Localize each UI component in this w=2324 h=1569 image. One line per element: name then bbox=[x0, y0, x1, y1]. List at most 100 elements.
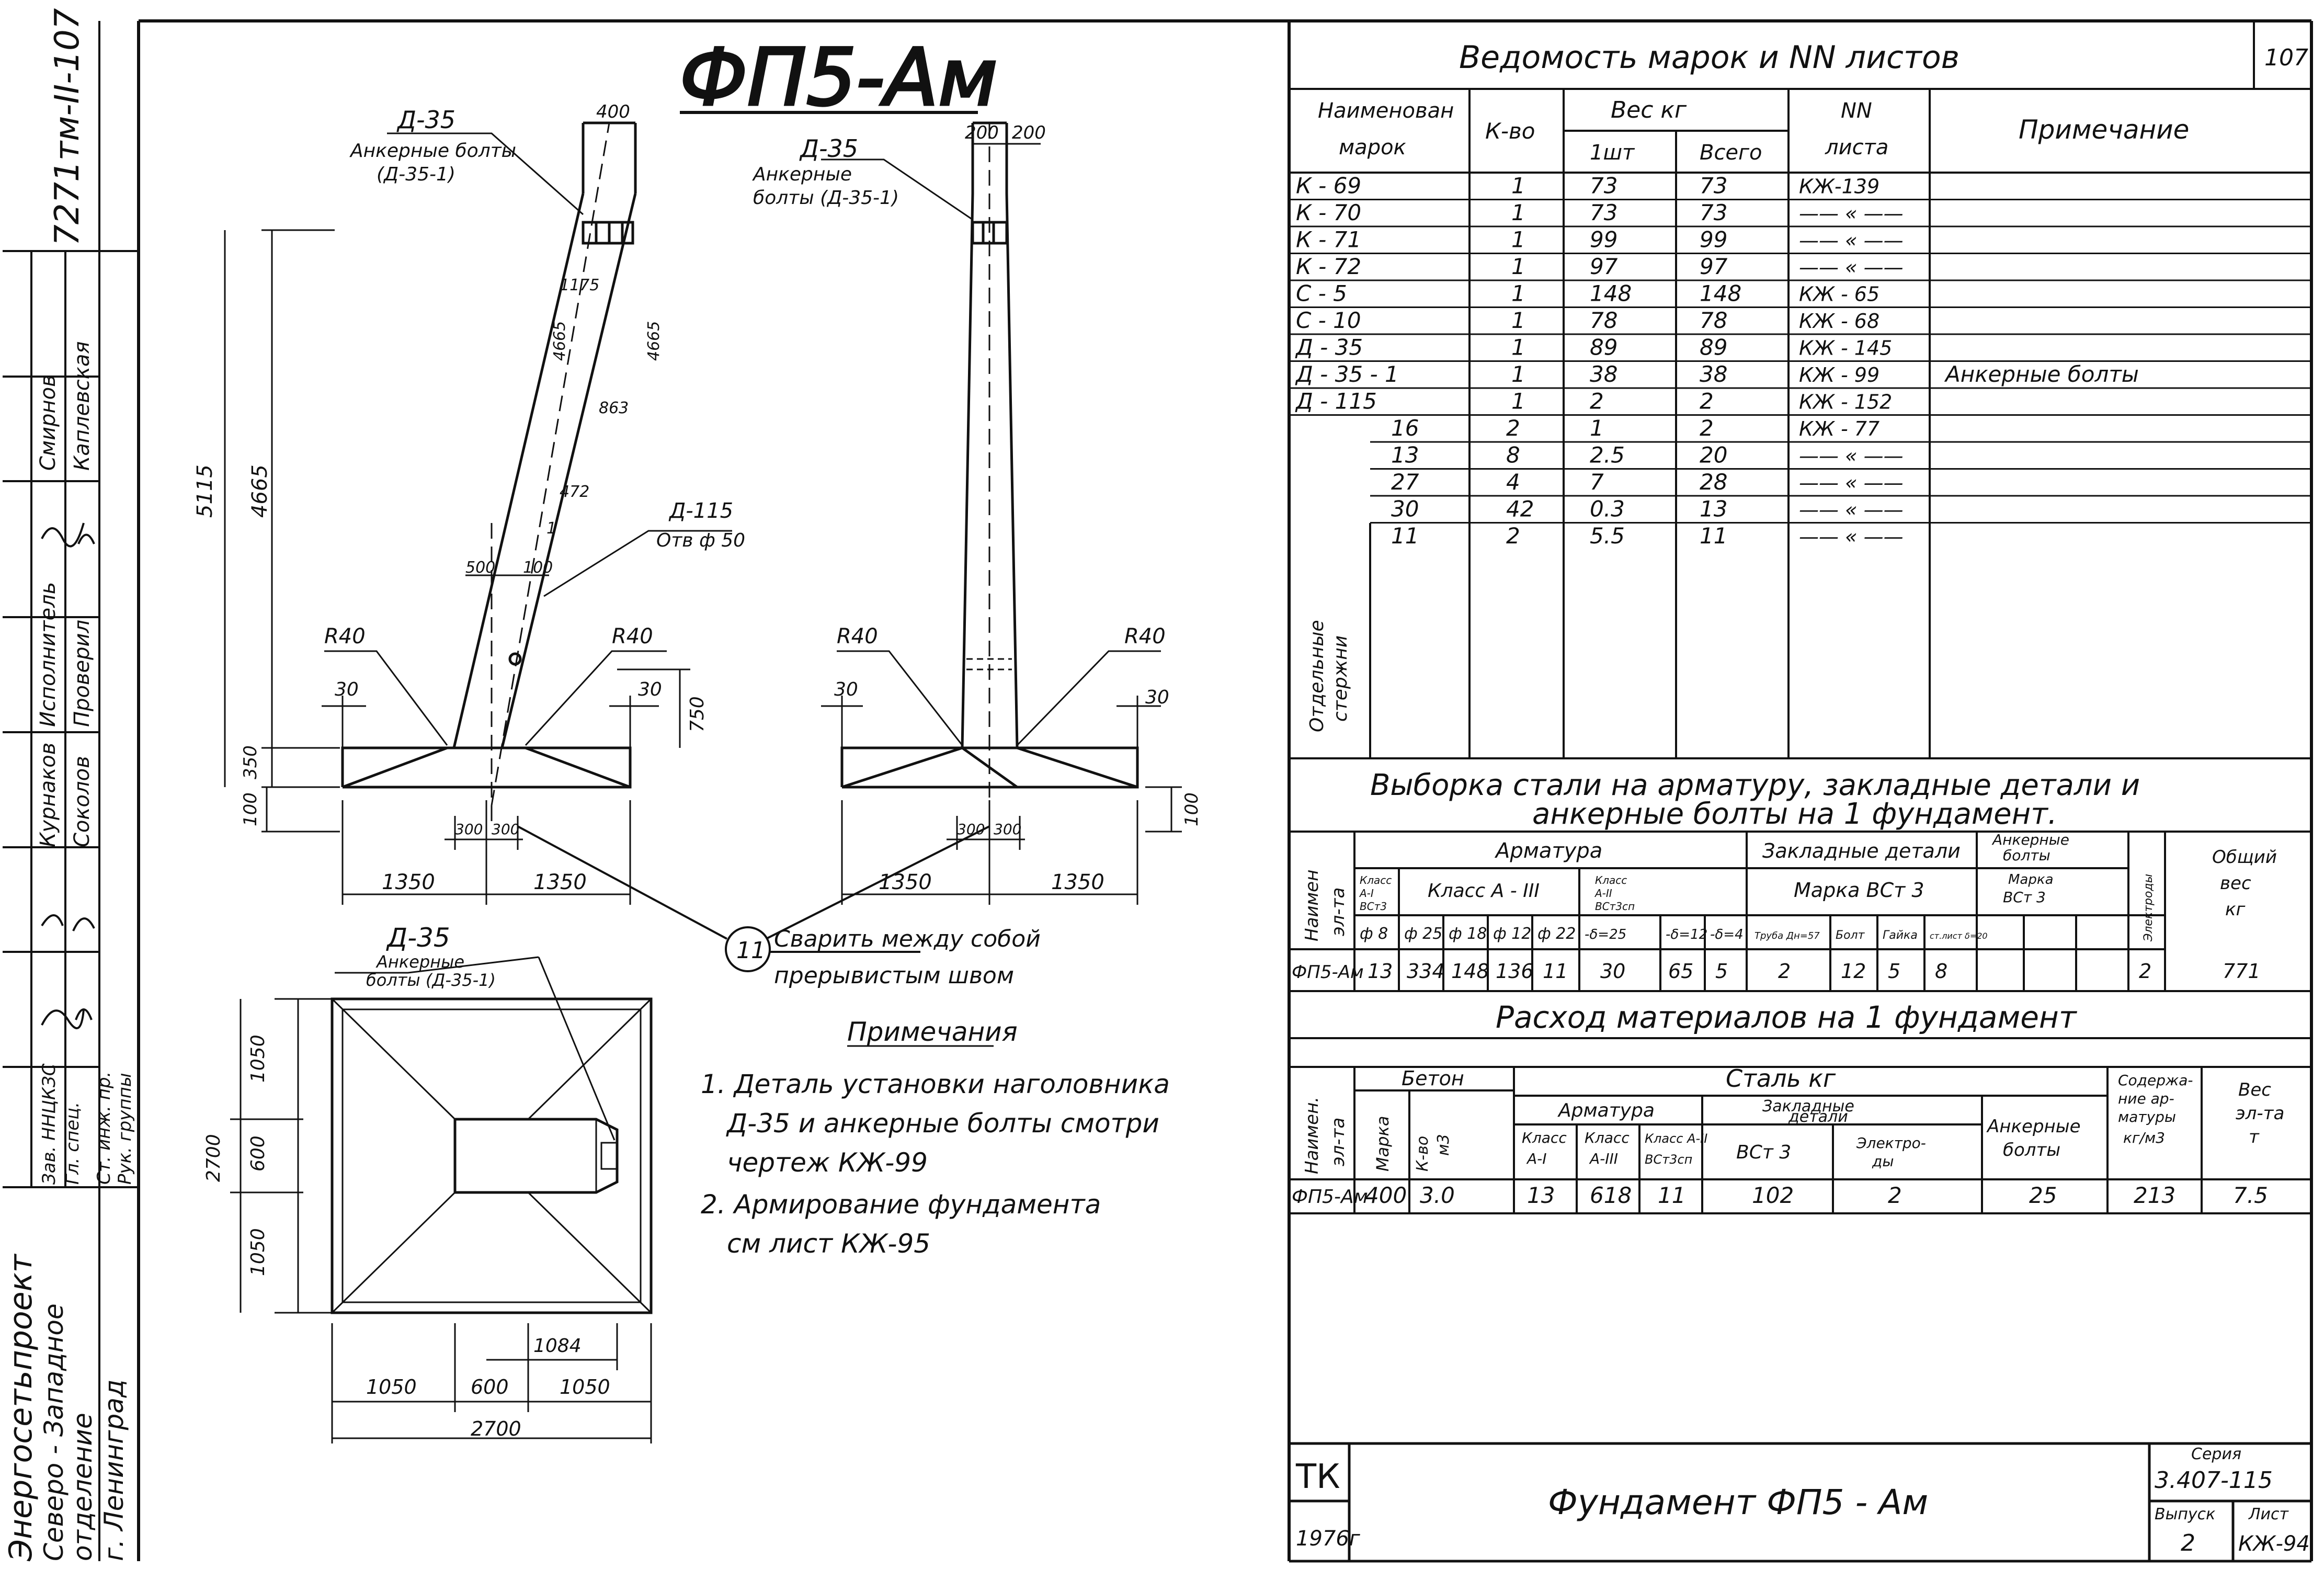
table-header: Анкерные bbox=[1991, 831, 2069, 848]
materials-value: 13 bbox=[1527, 1183, 1555, 1208]
bar-sheet: —— « —— bbox=[1799, 498, 1904, 521]
steel-value: 136 bbox=[1496, 960, 1534, 983]
bar-position: 13 bbox=[1391, 442, 1419, 468]
note-line: 1. Деталь установки наголовника bbox=[701, 1069, 1170, 1099]
mark-name: С - 5 bbox=[1296, 281, 1347, 306]
stamp-name: Соколов bbox=[70, 756, 94, 847]
steel-subheader: -δ=25 bbox=[1585, 927, 1626, 942]
bar-position: 30 bbox=[1391, 496, 1419, 522]
dim-label: R40 bbox=[612, 624, 653, 649]
dim-label: 350 bbox=[240, 745, 261, 779]
table-header: Электро- bbox=[1856, 1134, 1926, 1152]
dim-label: 1050 bbox=[247, 1228, 269, 1276]
dim-label: 1350 bbox=[533, 870, 587, 894]
mark-name: Д - 35 - 1 bbox=[1295, 361, 1399, 387]
stamp-role: Ст. инж. пр. bbox=[94, 1072, 115, 1185]
materials-value: 11 bbox=[1658, 1183, 1685, 1208]
table-header: Анкерные bbox=[1986, 1116, 2081, 1137]
note-line: 2. Армирование фундамента bbox=[701, 1189, 1101, 1220]
table-header: Наимен. bbox=[1302, 1097, 1323, 1174]
bar-qty: 2 bbox=[1506, 415, 1520, 441]
steel-subheader: -δ=12 bbox=[1666, 927, 1707, 942]
dim-label: 1050 bbox=[366, 1375, 417, 1399]
dim-label: 300 bbox=[455, 821, 483, 838]
mark-weight-one: 97 bbox=[1590, 254, 1618, 279]
materials-value: 25 bbox=[2029, 1183, 2057, 1208]
mark-qty: 1 bbox=[1511, 361, 1525, 387]
dim-label: R40 bbox=[324, 624, 366, 649]
table-header: ВСт3сп bbox=[1595, 900, 1635, 913]
mark-weight-one: 2 bbox=[1590, 389, 1604, 414]
note-line: см лист КЖ-95 bbox=[727, 1229, 930, 1259]
dim-label: 4665 bbox=[645, 321, 663, 361]
dim-label: 400 bbox=[596, 101, 630, 122]
steel-value: ФП5-Ам bbox=[1292, 962, 1364, 983]
mark-weight-one: 78 bbox=[1590, 308, 1617, 333]
dim-label: 100 bbox=[240, 792, 261, 826]
bar-position: 16 bbox=[1391, 415, 1419, 441]
materials-value: 618 bbox=[1590, 1183, 1632, 1208]
table-header: Марка bbox=[2008, 872, 2054, 888]
mark-qty: 1 bbox=[1511, 281, 1525, 306]
table-header: эл-та bbox=[1328, 888, 1349, 936]
notes-title: Примечания bbox=[847, 1017, 1018, 1047]
table-header: Закладные bbox=[1762, 1097, 1854, 1116]
steel-subheader: ф 8 bbox=[1360, 925, 1388, 943]
table-header: кг bbox=[2225, 899, 2246, 920]
table-header: Марка ВСт 3 bbox=[1794, 879, 1924, 902]
mark-weight-one: 99 bbox=[1590, 227, 1617, 253]
mark-qty: 1 bbox=[1511, 173, 1525, 199]
weld-note: Сварить между собой bbox=[774, 926, 1041, 952]
table-header: Примечание bbox=[2019, 115, 2189, 145]
steel-value: 334 bbox=[1407, 960, 1445, 983]
mark-weight-total: 2 bbox=[1700, 389, 1714, 414]
weld-note: прерывистым швом bbox=[774, 962, 1014, 989]
dim-label: Анкерные bbox=[375, 952, 464, 972]
table-header: Класс bbox=[1595, 874, 1627, 886]
bar-weight-total: 2 bbox=[1700, 415, 1714, 441]
dim-label: Анкерные bbox=[752, 164, 852, 185]
dim-label: 1350 bbox=[382, 870, 435, 894]
stamp-role: Гл. спец. bbox=[62, 1102, 83, 1185]
steel-subheader: Гайка bbox=[1883, 929, 1918, 942]
issue-value: 2 bbox=[2181, 1530, 2195, 1556]
dim-label: 863 bbox=[599, 399, 629, 417]
table-header: Электроды bbox=[2142, 874, 2155, 942]
mark-name: К - 71 bbox=[1296, 227, 1361, 253]
bar-sheet: —— « —— bbox=[1799, 471, 1904, 494]
steel-value: 8 bbox=[1935, 960, 1947, 983]
bar-qty: 42 bbox=[1506, 496, 1534, 522]
steel-value: 12 bbox=[1841, 960, 1866, 983]
bar-weight-one: 2.5 bbox=[1590, 442, 1625, 468]
bar-weight-total: 13 bbox=[1700, 496, 1727, 522]
marks-table-title: Ведомость марок и NN листов bbox=[1459, 39, 1960, 76]
table-header: ВСт 3 bbox=[1736, 1142, 1791, 1163]
steel-table-title: анкерные болты на 1 фундамент. bbox=[1532, 797, 2057, 831]
table-header: К-во bbox=[1414, 1136, 1432, 1172]
mark-qty: 1 bbox=[1511, 227, 1525, 253]
table-header: Арматура bbox=[1494, 839, 1602, 863]
materials-value: 400 bbox=[1365, 1183, 1407, 1208]
mark-weight-one: 89 bbox=[1590, 335, 1617, 360]
bar-weight-one: 0.3 bbox=[1590, 496, 1625, 522]
elevation-right bbox=[821, 121, 1182, 905]
steel-table-grid bbox=[1289, 831, 2311, 992]
table-header: A-II bbox=[1594, 887, 1612, 900]
materials-value: 2 bbox=[1888, 1183, 1902, 1208]
table-header: ние ар- bbox=[2118, 1090, 2174, 1107]
sheet-value: КЖ-94 bbox=[2238, 1532, 2310, 1556]
dim-label: 30 bbox=[1145, 687, 1169, 708]
drawing-title: ФП5-Ам bbox=[680, 32, 997, 123]
dim-label: 4665 bbox=[248, 464, 272, 518]
stamp-role: Проверил bbox=[70, 620, 94, 727]
stamp-org: отделение bbox=[67, 1413, 98, 1561]
mark-sheet: КЖ - 65 bbox=[1799, 283, 1879, 306]
steel-table-title: Выборка стали на арматуру, закладные дет… bbox=[1370, 768, 2140, 802]
mark-weight-total: 78 bbox=[1700, 308, 1727, 333]
table-header: ВСт3 bbox=[1360, 900, 1387, 913]
sheet-name: Фундамент ФП5 - Ам bbox=[1548, 1482, 1928, 1522]
mark-weight-one: 73 bbox=[1590, 173, 1617, 199]
table-header: детали bbox=[1788, 1108, 1848, 1126]
mark-sheet: —— « —— bbox=[1799, 202, 1904, 225]
